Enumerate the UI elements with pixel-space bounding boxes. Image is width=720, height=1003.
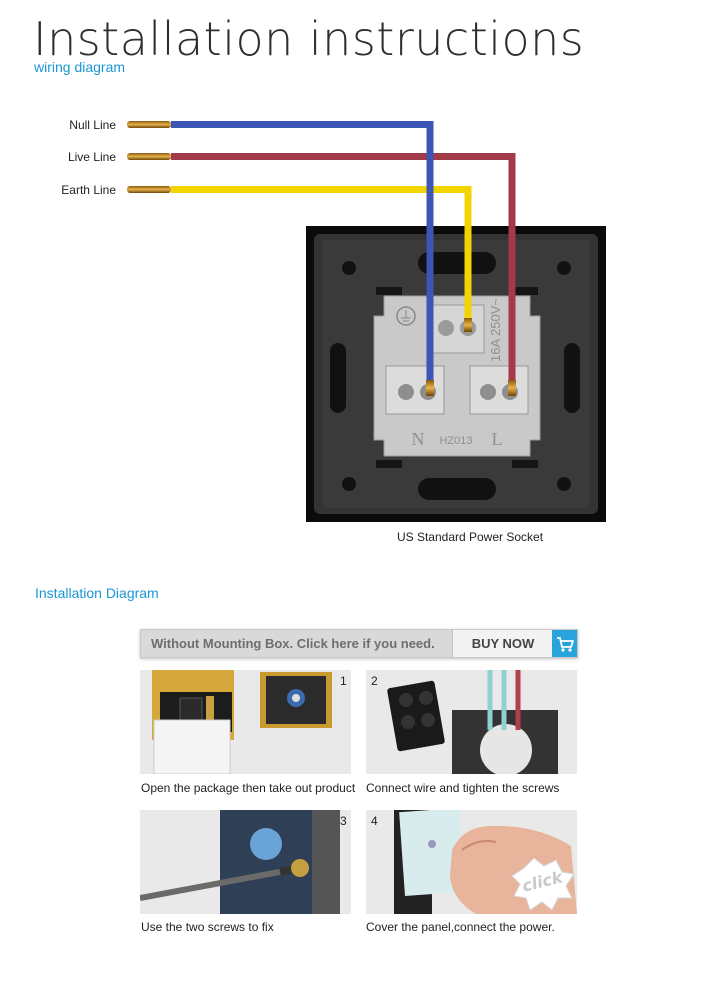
step-2-number: 2	[371, 674, 378, 688]
socket-rating: 16A 250V~	[488, 298, 503, 362]
live-wire	[127, 153, 516, 396]
step-4-caption: Cover the panel,connect the power.	[366, 920, 555, 934]
installation-diagram-title: Installation Diagram	[35, 585, 159, 601]
step-3-image: 3	[140, 810, 351, 914]
socket-n-label: N	[412, 429, 425, 449]
socket-insert	[373, 295, 541, 457]
socket-model: HZ013	[439, 435, 472, 447]
socket-caption: US Standard Power Socket	[396, 530, 544, 544]
cart-button[interactable]	[552, 630, 577, 657]
mounting-box-banner: Without Mounting Box. Click here if you …	[140, 629, 578, 658]
step-4-number: 4	[371, 814, 378, 828]
page-title: Installation instructions	[33, 12, 585, 66]
shopping-cart-icon	[557, 637, 574, 652]
step-2-caption: Connect wire and tighten the screws	[366, 781, 560, 795]
wiring-diagram: 16A 250V~ N HZ013 L	[127, 121, 606, 522]
null-line-label: Null Line	[69, 118, 116, 132]
socket-l-label: L	[492, 429, 503, 449]
wiring-diagram-subtitle: wiring diagram	[34, 59, 126, 75]
live-line-label: Live Line	[67, 150, 116, 164]
step-3-caption: Use the two screws to fix	[141, 920, 274, 934]
step-1-caption: Open the package then take out product	[141, 781, 356, 795]
step-1-number: 1	[340, 674, 347, 688]
earth-line-label: Earth Line	[61, 183, 116, 197]
step-3-number: 3	[340, 814, 347, 828]
earth-wire	[127, 186, 472, 332]
step-2-image: 2	[366, 670, 577, 774]
mounting-box-link[interactable]: Without Mounting Box. Click here if you …	[151, 636, 435, 651]
null-wire	[127, 121, 434, 396]
step-1-image: 1	[140, 670, 351, 774]
step-4-image: 4 click	[366, 810, 577, 914]
buy-now-button[interactable]: BUY NOW	[452, 630, 553, 657]
